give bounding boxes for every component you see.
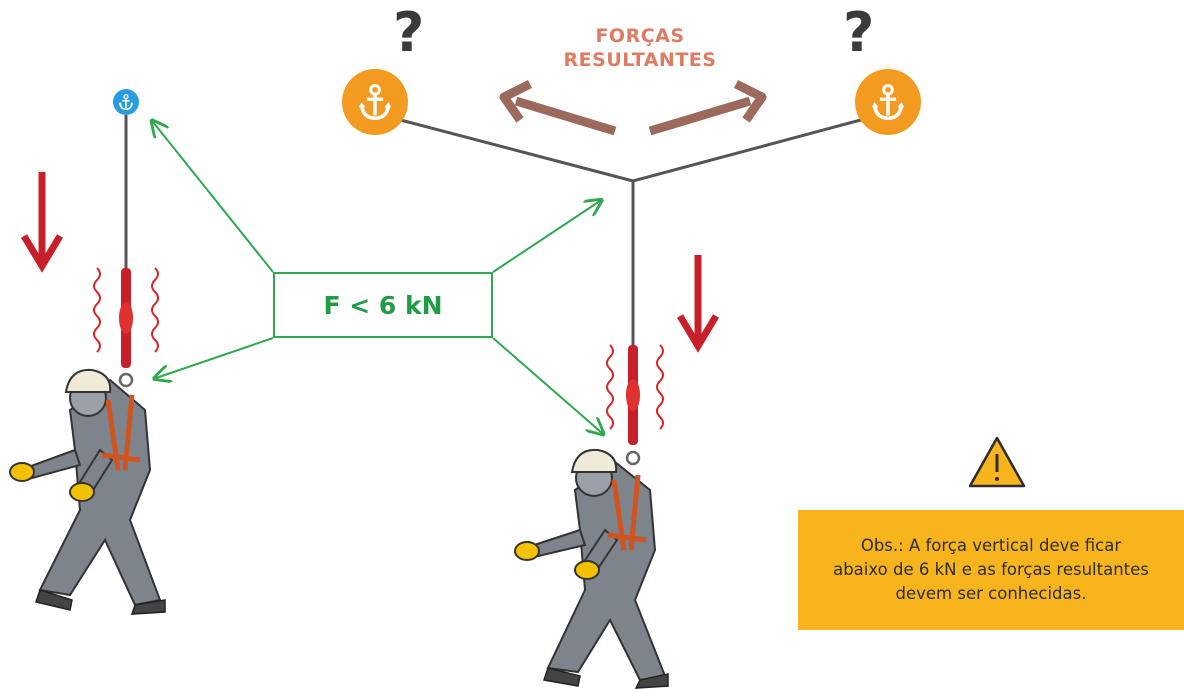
vibration-wave [606,344,614,430]
force-limit-box: F < 6 kN [273,272,493,338]
note-box: Obs.: A força vertical deve ficar abaixo… [798,510,1184,630]
left-shock-absorber [118,268,134,388]
down-arrow [676,255,720,353]
resultant-forces-line1: FORÇAS [595,25,685,47]
down-arrow [20,172,64,273]
question-mark-right: ? [843,1,875,64]
vibration-wave [93,267,101,353]
worker-figure [9,368,166,615]
question-mark-left: ? [393,1,425,64]
left-anchor [113,89,139,115]
resultant-forces-label: FORÇAS RESULTANTES [540,24,740,72]
vibration-wave [656,344,664,430]
force-limit-text: F < 6 kN [323,290,443,320]
y-sling-left [392,116,634,183]
connector-lines [153,122,602,433]
right-anchor-left [342,69,408,135]
vibration-wave [151,267,159,353]
y-sling-right [632,116,869,183]
resultant-forces-line2: RESULTANTES [563,49,717,71]
note-text: Obs.: A força vertical deve ficar abaixo… [833,536,1149,603]
resultant-arrow-right [648,79,767,136]
right-shock-absorber [625,345,641,466]
right-anchor-right [855,69,921,135]
resultant-arrow-left [499,79,617,136]
warning-icon [968,436,1026,488]
worker-figure [514,448,669,689]
